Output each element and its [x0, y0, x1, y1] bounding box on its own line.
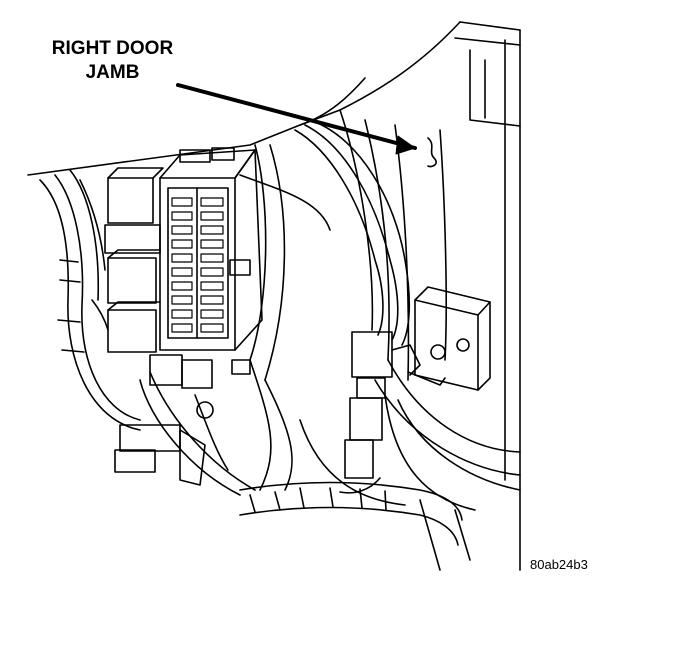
lower-connector — [114, 371, 256, 496]
fuse-block — [149, 147, 263, 389]
callout-label-line2: JAMB — [85, 62, 140, 83]
relays — [104, 167, 164, 353]
figure-id-label: 80ab24b3 — [530, 557, 588, 572]
callout-label-line1: RIGHT DOOR — [51, 38, 174, 59]
door-opening-outline — [27, 21, 521, 571]
callout-leader-arrow — [176, 83, 437, 168]
main-harness — [239, 144, 463, 546]
fuse-slots-right — [200, 197, 224, 333]
ground-bracket — [407, 286, 491, 391]
kick-panel — [299, 359, 521, 571]
left-harness — [39, 169, 141, 431]
fuse-slots-left — [171, 197, 193, 333]
